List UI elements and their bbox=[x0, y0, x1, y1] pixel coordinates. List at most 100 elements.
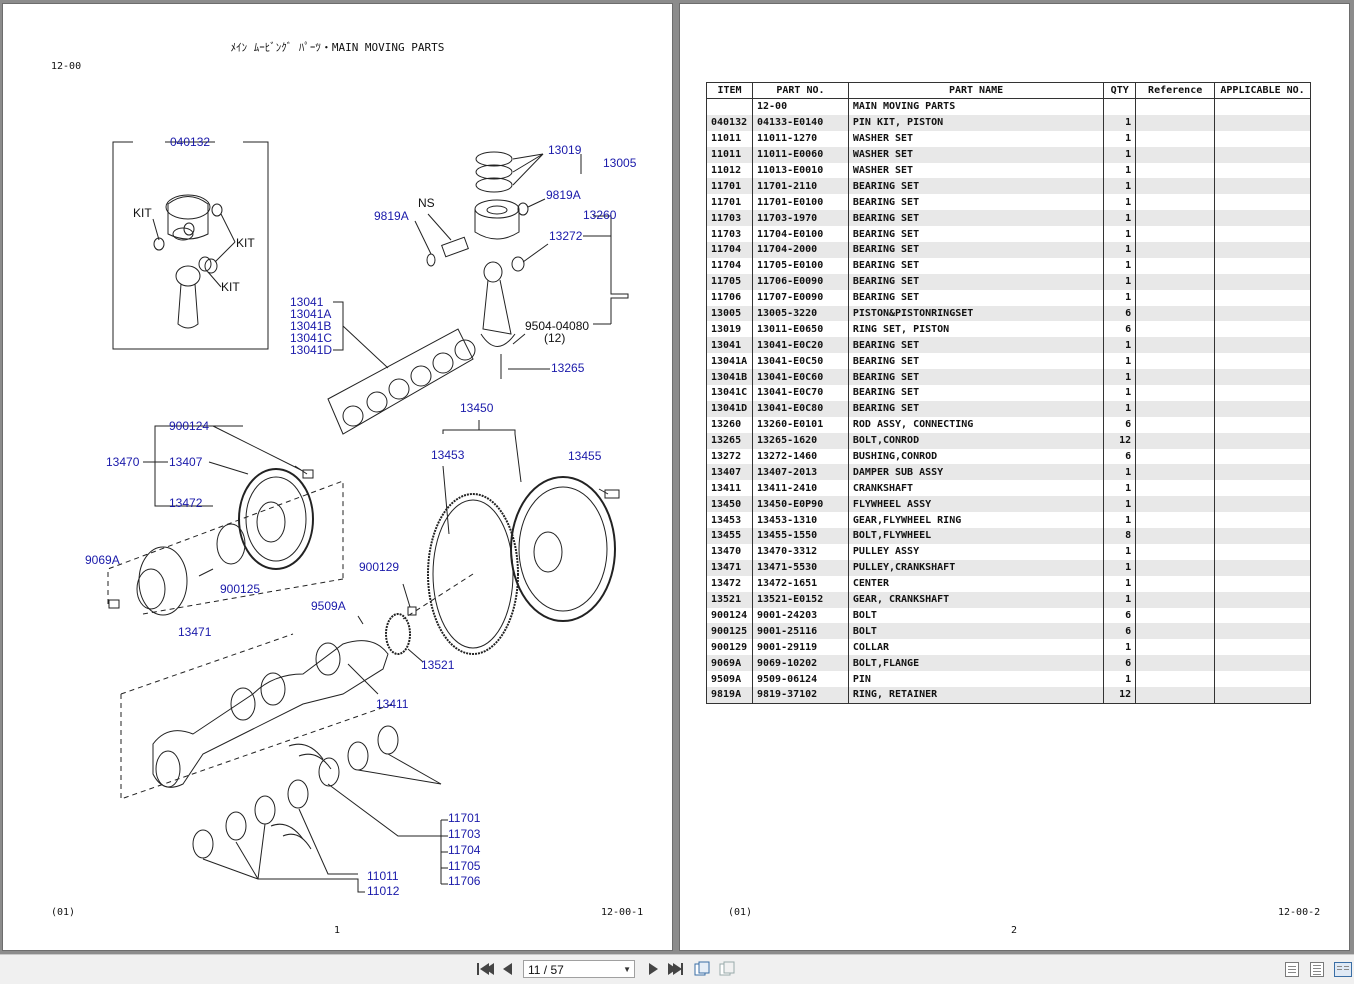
cell-qty: 1 bbox=[1103, 543, 1137, 560]
cell-part-no: 11011-E0060 bbox=[751, 146, 849, 163]
cell-part-name: CRANKSHAFT bbox=[847, 480, 1105, 497]
cell-item: 13019 bbox=[706, 321, 753, 338]
cell-part-no: 04133-E0140 bbox=[751, 114, 849, 131]
cell-applicable-no bbox=[1214, 528, 1311, 544]
cell-part-no: 13472-1651 bbox=[751, 575, 849, 592]
cell-applicable-no bbox=[1214, 162, 1311, 179]
cell-reference bbox=[1135, 130, 1216, 147]
continuous-icon[interactable] bbox=[1310, 962, 1324, 977]
page-indicator: 11 / 57 bbox=[528, 963, 564, 977]
callout-13272: 13272 bbox=[549, 229, 583, 243]
cell-qty: 6 bbox=[1103, 416, 1137, 433]
callout-13019: 13019 bbox=[548, 143, 582, 157]
cell-part-no: 13455-1550 bbox=[751, 528, 849, 544]
cell-part-name: PISTON&PISTONRINGSET bbox=[847, 305, 1105, 322]
next-page-icon[interactable] bbox=[645, 961, 661, 977]
cell-part-name: WASHER SET bbox=[847, 162, 1105, 179]
cell-part-name: BEARING SET bbox=[847, 369, 1105, 386]
cell-part-no: 13011-E0650 bbox=[751, 321, 849, 338]
cell-item: 11704 bbox=[706, 242, 753, 258]
callout-13521: 13521 bbox=[421, 658, 455, 672]
last-page-icon[interactable] bbox=[667, 961, 683, 977]
fit-width-icon[interactable] bbox=[719, 961, 735, 977]
cell-part-name: BEARING SET bbox=[847, 289, 1105, 306]
cell-applicable-no bbox=[1214, 178, 1311, 195]
cell-qty: 1 bbox=[1103, 257, 1137, 274]
cell-item: 13005 bbox=[706, 305, 753, 322]
cell-applicable-no bbox=[1214, 98, 1311, 115]
callout-13041: 13041 bbox=[290, 295, 324, 309]
cell-reference bbox=[1135, 289, 1216, 306]
cell-applicable-no bbox=[1214, 273, 1311, 290]
cell-item: 9509A bbox=[706, 671, 753, 687]
cell-reference bbox=[1135, 226, 1216, 243]
cell-part-no: 11011-1270 bbox=[751, 130, 849, 147]
two-page-icon[interactable] bbox=[1334, 962, 1352, 977]
fit-page-icon[interactable] bbox=[694, 961, 710, 977]
cell-reference bbox=[1135, 98, 1216, 115]
col-header-item: ITEM bbox=[706, 82, 753, 99]
cell-part-name: BEARING SET bbox=[847, 385, 1105, 401]
cell-item: 11703 bbox=[706, 210, 753, 227]
cell-part-no: 11701-2110 bbox=[751, 178, 849, 195]
cell-reference bbox=[1135, 464, 1216, 481]
first-page-icon[interactable] bbox=[476, 961, 494, 977]
cell-part-name: MAIN MOVING PARTS bbox=[847, 98, 1105, 115]
kit-box bbox=[112, 141, 269, 350]
cell-part-no: 9001-25116 bbox=[751, 623, 849, 640]
callout-9819a-2: 9819A bbox=[374, 209, 409, 223]
cell-reference bbox=[1135, 432, 1216, 449]
cell-item: 11701 bbox=[706, 194, 753, 211]
col-header-part-name: PART NAME bbox=[847, 82, 1105, 99]
cell-applicable-no bbox=[1214, 353, 1311, 370]
cell-applicable-no bbox=[1214, 385, 1311, 401]
cell-item: 13450 bbox=[706, 496, 753, 513]
cell-part-name: BUSHING,CONROD bbox=[847, 448, 1105, 465]
cell-applicable-no bbox=[1214, 114, 1311, 131]
cell-item: 11701 bbox=[706, 178, 753, 195]
chevron-down-icon[interactable]: ▼ bbox=[623, 965, 631, 974]
callout-13041c: 13041C bbox=[290, 331, 332, 345]
callout-13471: 13471 bbox=[178, 625, 212, 639]
cell-reference bbox=[1135, 639, 1216, 656]
single-page-icon[interactable] bbox=[1285, 962, 1299, 977]
cell-part-no: 11707-E0090 bbox=[751, 289, 849, 306]
cell-item: 11705 bbox=[706, 273, 753, 290]
cell-part-no: 13521-E0152 bbox=[751, 591, 849, 608]
cell-qty: 1 bbox=[1103, 671, 1137, 687]
cell-part-no: 11703-1970 bbox=[751, 210, 849, 227]
cell-applicable-no bbox=[1214, 400, 1311, 417]
cell-qty: 1 bbox=[1103, 289, 1137, 306]
table-header-row: ITEM PART NO. PART NAME QTY Reference AP… bbox=[706, 82, 1311, 99]
callout-900124: 900124 bbox=[169, 419, 209, 433]
callout-13455: 13455 bbox=[568, 449, 602, 463]
page-number-select[interactable]: 11 / 57 ▼ bbox=[523, 960, 635, 978]
cell-qty: 6 bbox=[1103, 623, 1137, 640]
cell-item: 13455 bbox=[706, 528, 753, 544]
cell-part-name: BEARING SET bbox=[847, 242, 1105, 258]
cell-item: 900129 bbox=[706, 639, 753, 656]
cell-item: 13453 bbox=[706, 512, 753, 529]
cell-item: 11706 bbox=[706, 289, 753, 306]
cell-item: 13041A bbox=[706, 353, 753, 370]
cell-part-name: PULLEY ASSY bbox=[847, 543, 1105, 560]
callout-11011: 11011 bbox=[367, 869, 399, 883]
cell-part-name: CENTER bbox=[847, 575, 1105, 592]
previous-page-icon[interactable] bbox=[500, 961, 516, 977]
callout-900129: 900129 bbox=[359, 560, 399, 574]
cell-part-no: 13041-E0C20 bbox=[751, 337, 849, 354]
